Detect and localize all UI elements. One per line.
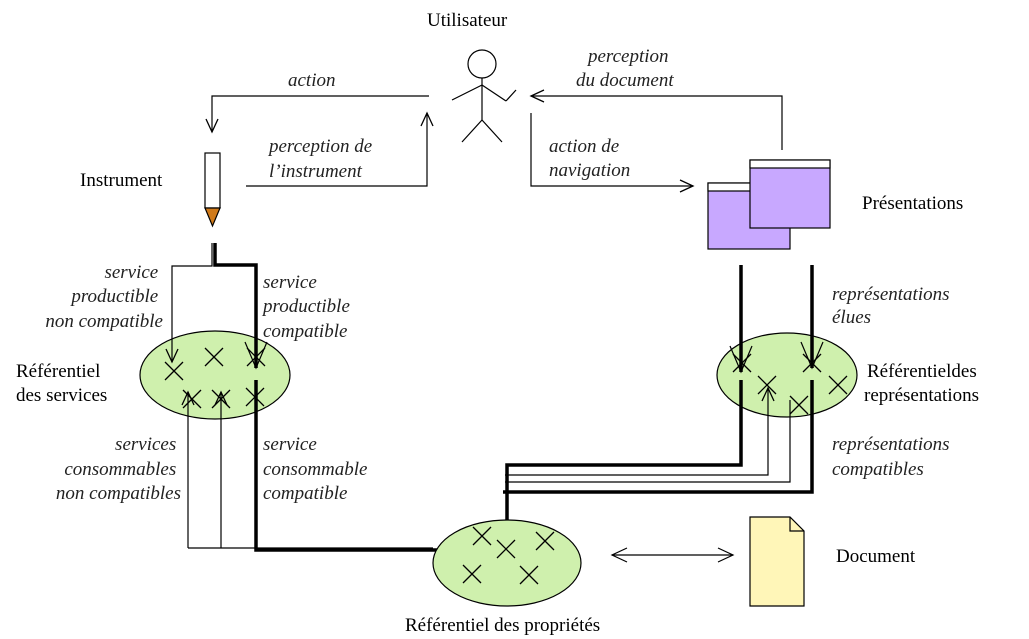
services-referential-line-2: des services (16, 385, 107, 406)
representations-referential-label: Référentieldes représentations (864, 361, 981, 406)
perception-instrument-line-2: l’instrument (269, 161, 363, 182)
representations-compatibles-line-2-text: compatibles (832, 459, 924, 480)
services-referential-line-1: Référentiel (16, 361, 100, 382)
scnc-line-2: consommables (64, 459, 176, 480)
presentations-label: Présentations (862, 193, 963, 214)
spc-line-3: compatible (263, 321, 347, 342)
representations-elues-line-1-text: représentations (832, 284, 950, 305)
user-label: Utilisateur (427, 10, 508, 31)
service-productible-non-compatible-label: service productible non compatible (45, 262, 163, 332)
spnc-line-1: service (104, 262, 158, 283)
spc-line-1: service (263, 272, 317, 293)
action-navigation-line-1: action de (549, 136, 619, 157)
representations-elues-line-2-text: élues (832, 307, 871, 328)
properties-referential-ellipse (432, 519, 582, 607)
service-productible-non-compatible-arrow (165, 243, 213, 364)
perception-instrument-arrow (246, 111, 434, 187)
properties-document-double-arrow (610, 547, 735, 563)
properties-to-representations-thick-2 (503, 380, 814, 494)
service-productible-compatible-label: service productible compatible (261, 272, 355, 342)
representations-compatibles-line-1-text: représentations (832, 434, 950, 455)
representations-elues-arrowhead-2 (800, 341, 824, 370)
properties-x-marks (462, 526, 555, 585)
perception-instrument-line-1: perception de (267, 136, 372, 157)
action-navigation-arrow (530, 113, 695, 193)
scc-line-1: service (263, 434, 317, 455)
spc-line-2: productible (261, 296, 350, 317)
perception-document-arrow (529, 89, 783, 150)
representations-referential-line-1: Référentieldes (867, 361, 977, 382)
action-label: action (288, 70, 336, 91)
representations-compatibles-line-2 (505, 400, 791, 483)
pencil-icon (204, 152, 221, 228)
spnc-line-2: productible (69, 286, 158, 307)
instrument-label: Instrument (80, 170, 163, 191)
spnc-line-3: non compatible (45, 311, 163, 332)
service-consommable-compatible-line (254, 380, 507, 552)
action-arrow (205, 95, 429, 134)
action-navigation-label: action de navigation (549, 136, 630, 181)
service-consommable-compatible-label: service consommable compatible (263, 434, 372, 504)
scnc-line-3: non compatibles (56, 483, 181, 504)
representations-elues-label: représentations élues (832, 284, 954, 328)
representations-compatibles-label: représentations compatibles (832, 434, 954, 480)
document-label: Document (836, 546, 916, 567)
service-productible-compatible-line (213, 243, 258, 368)
properties-to-representations-thick-1 (505, 380, 743, 548)
services-consommables-non-compatibles-label: services consommables non compatibles (56, 434, 181, 504)
scnc-line-1: services (115, 434, 176, 455)
representations-compatibles-arrow-1 (505, 386, 775, 476)
action-navigation-line-2: navigation (549, 160, 630, 181)
scc-line-2: consommable (263, 459, 367, 480)
user-figure-icon (451, 49, 517, 143)
document-icon (749, 516, 805, 607)
representations-referential-ellipse (716, 332, 858, 418)
perception-document-line-1: perception (586, 46, 669, 67)
representations-referential-line-2: représentations (864, 385, 979, 406)
perception-document-line-2: du document (576, 70, 674, 91)
perception-instrument-label: perception de l’instrument (267, 136, 377, 182)
representations-elues-arrowhead-1 (729, 345, 753, 374)
properties-referential-label: Référentiel des propriétés (405, 615, 600, 636)
scc-line-3: compatible (263, 483, 347, 504)
presentation-windows-icon (707, 159, 831, 250)
services-referential-label: Référentiel des services (16, 361, 107, 406)
perception-document-label: perception du document (576, 46, 674, 91)
service-productible-compatible-arrowhead (244, 341, 268, 370)
